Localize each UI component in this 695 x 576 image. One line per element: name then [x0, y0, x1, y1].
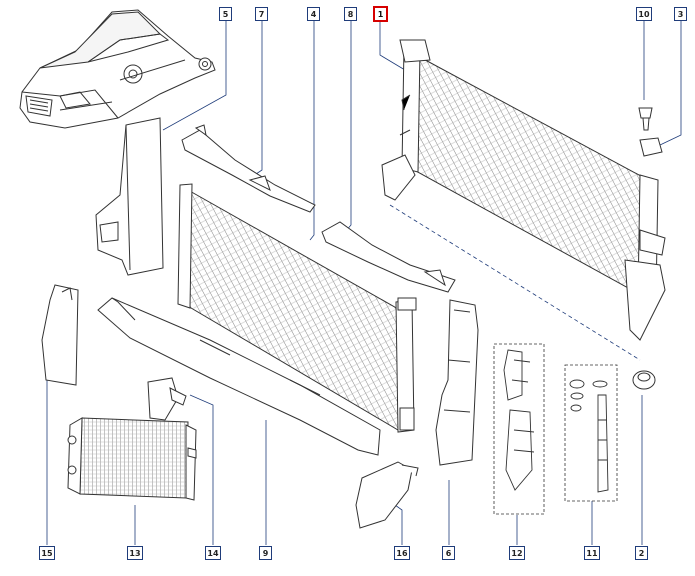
lower-deflector-part-9[interactable] — [97, 297, 381, 456]
callout-2[interactable]: 2 — [635, 546, 648, 560]
vehicle-illustration — [19, 9, 216, 129]
leader-lines — [46, 21, 682, 545]
callout-6[interactable]: 6 — [442, 546, 455, 560]
side-duct-part-15[interactable] — [41, 284, 79, 386]
side-deflector-part-6[interactable] — [435, 299, 479, 466]
clip-part-10[interactable] — [638, 107, 653, 131]
callout-16[interactable]: 16 — [394, 546, 410, 560]
callout-1[interactable]: 1 — [373, 6, 388, 22]
callout-15[interactable]: 15 — [39, 546, 55, 560]
callout-14[interactable]: 14 — [205, 546, 221, 560]
callout-3[interactable]: 3 — [674, 7, 687, 21]
cap-part-2[interactable] — [632, 370, 656, 390]
callout-9[interactable]: 9 — [259, 546, 272, 560]
side-deflector-part-5[interactable] — [95, 117, 164, 276]
callout-13[interactable]: 13 — [127, 546, 143, 560]
kit-box-part-12[interactable] — [493, 343, 545, 515]
upper-deflector-part-7[interactable] — [181, 124, 316, 213]
callout-8[interactable]: 8 — [344, 7, 357, 21]
kit-box-part-11[interactable] — [564, 364, 618, 502]
bracket-part-14[interactable] — [147, 377, 187, 421]
callout-11[interactable]: 11 — [584, 546, 600, 560]
radiator-part-1[interactable] — [381, 39, 666, 341]
upper-deflector-part-8[interactable] — [321, 221, 456, 293]
callout-12[interactable]: 12 — [509, 546, 525, 560]
callout-7[interactable]: 7 — [255, 7, 268, 21]
mount-part-3[interactable] — [639, 137, 663, 157]
callout-10[interactable]: 10 — [636, 7, 652, 21]
lower-bracket-part-16[interactable] — [355, 461, 419, 529]
oil-cooler-part-13[interactable] — [67, 417, 197, 501]
condenser-part-4[interactable] — [177, 183, 417, 433]
callout-5[interactable]: 5 — [219, 7, 232, 21]
callout-4[interactable]: 4 — [307, 7, 320, 21]
